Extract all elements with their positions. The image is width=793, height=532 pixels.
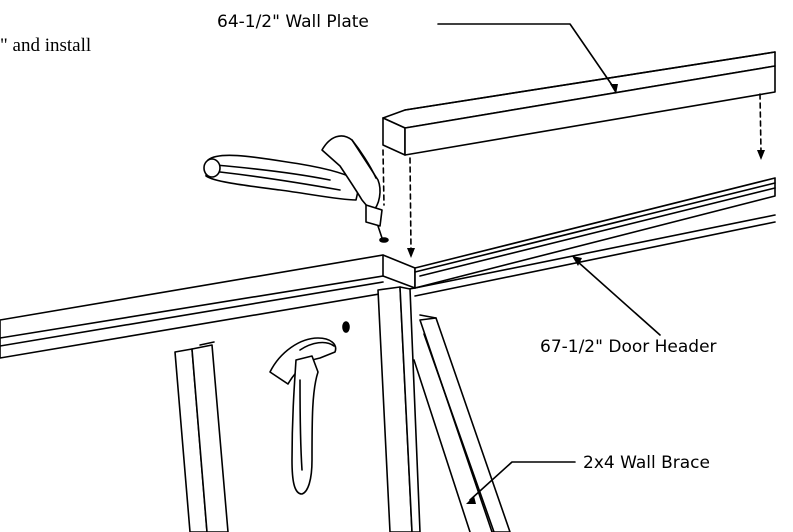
drop-line-left [410,158,411,250]
wall-plate-board [383,52,775,155]
wall-plate-leader [438,24,614,88]
wall-brace [414,315,510,532]
wall-studs [175,287,420,532]
wall-plate-label: 64-1/2" Wall Plate [217,12,369,32]
hammer-upper-icon [204,136,388,242]
instruction-text-fragment: " and install [0,35,92,56]
drop-line-right [760,94,761,152]
hammer-lower-icon [270,322,349,494]
door-header-label: 67-1/2" Door Header [540,337,717,357]
door-header-leader [578,262,660,335]
door-header-board [415,178,775,296]
nail-drop-line [383,150,384,205]
left-top-plate [0,255,415,358]
wall-brace-label: 2x4 Wall Brace [583,453,710,473]
wall-brace-leader [470,462,575,500]
